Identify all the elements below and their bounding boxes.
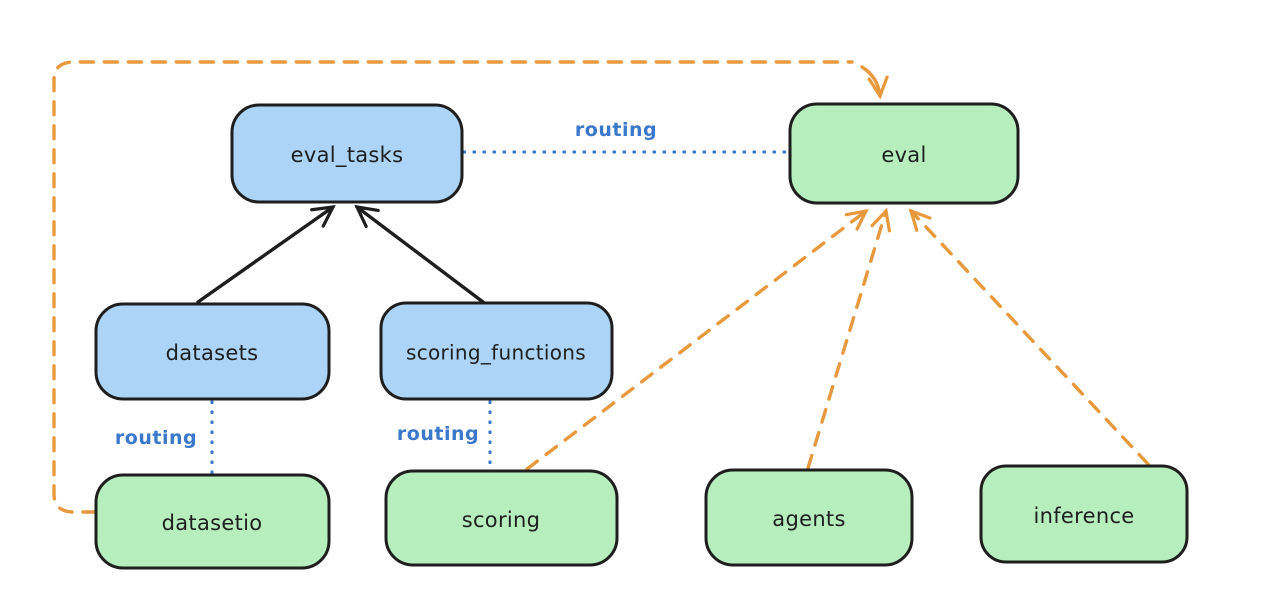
node-datasets-box bbox=[94, 302, 331, 401]
node-eval-tasks: eval_tasks bbox=[230, 103, 464, 204]
node-agents-label: agents bbox=[772, 507, 845, 531]
node-datasetio-box bbox=[94, 473, 331, 570]
node-eval-tasks-box bbox=[230, 103, 464, 204]
node-inference-label: inference bbox=[1033, 504, 1134, 528]
edge-label-routing-left: routing bbox=[115, 427, 197, 449]
node-inference-box bbox=[979, 464, 1189, 564]
edge-inference-eval bbox=[908, 208, 1150, 466]
node-datasets: datasets bbox=[94, 302, 331, 401]
edge-agents-eval bbox=[806, 207, 891, 470]
node-inference: inference bbox=[979, 464, 1189, 564]
node-eval-tasks-label: eval_tasks bbox=[291, 143, 404, 168]
node-scoring: scoring bbox=[384, 469, 619, 567]
node-eval: eval bbox=[788, 102, 1020, 205]
edge-label-routing-mid: routing bbox=[397, 423, 479, 445]
node-datasets-label: datasets bbox=[166, 341, 259, 365]
node-eval-box bbox=[788, 102, 1020, 205]
edge-datasetio-eval-arrowtip bbox=[860, 65, 889, 100]
edge-scoringfunctions-evaltasks bbox=[354, 204, 489, 307]
node-scoring-functions-label: scoring_functions bbox=[406, 341, 586, 365]
node-scoring-label: scoring bbox=[462, 508, 541, 532]
node-scoring-box bbox=[384, 469, 619, 567]
edge-label-routing-top: routing bbox=[575, 119, 657, 141]
edge-scoring-eval bbox=[525, 208, 869, 471]
node-datasetio-label: datasetio bbox=[162, 511, 263, 535]
edge-datasets-evaltasks bbox=[196, 205, 336, 304]
node-scoring-functions: scoring_functions bbox=[379, 301, 614, 401]
node-eval-label: eval bbox=[881, 143, 926, 167]
node-agents: agents bbox=[704, 468, 914, 567]
node-agents-box bbox=[704, 468, 914, 567]
node-datasetio: datasetio bbox=[94, 473, 331, 570]
edge-datasetio-eval-dashed bbox=[52, 60, 854, 514]
node-scoring-functions-box bbox=[379, 301, 614, 401]
